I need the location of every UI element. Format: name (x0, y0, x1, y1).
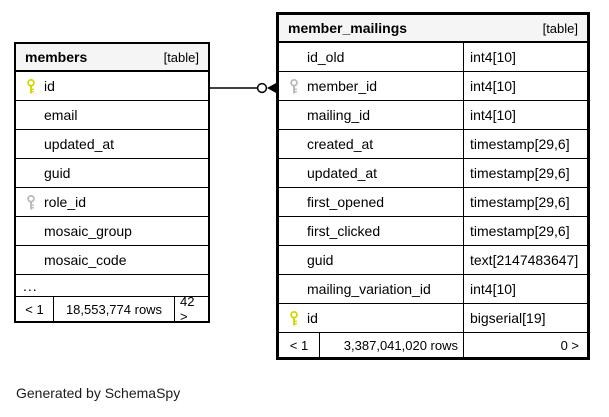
column-row-updated-at: updated_at timestamp[29,6] (279, 159, 587, 188)
primary-key-icon (23, 78, 39, 94)
column-row-role-id: role_id (16, 188, 208, 217)
member-mailings-header: member_mailings [table] (279, 15, 587, 43)
column-name: email (44, 107, 78, 123)
column-type: timestamp[29,6] (463, 159, 587, 187)
cardinality-circle-icon (256, 82, 268, 94)
member-mailings-type-badge: [table] (542, 20, 578, 36)
column-type: timestamp[29,6] (463, 217, 587, 245)
column-row-email: email (16, 101, 208, 130)
generated-by-note: Generated by SchemaSpy (16, 385, 181, 401)
column-name: mosaic_code (44, 252, 127, 268)
column-type: timestamp[29,6] (463, 130, 587, 158)
column-name: mosaic_group (44, 223, 132, 239)
column-row-first-clicked: first_clicked timestamp[29,6] (279, 217, 587, 246)
members-pager: < 1 18,553,774 rows 42 > (16, 294, 208, 324)
entity-member-mailings[interactable]: member_mailings [table] id_old int4[10] … (276, 12, 590, 360)
pager-prev: < 1 (279, 333, 320, 357)
members-header: members [table] (16, 44, 208, 72)
column-type: bigserial[19] (463, 304, 587, 332)
column-type: text[2147483647] (463, 246, 587, 274)
arrowhead-icon (267, 82, 277, 94)
column-name: member_id (307, 78, 378, 94)
foreign-key-icon (286, 78, 302, 94)
entity-members[interactable]: members [table] id email updated_at guid… (14, 42, 210, 324)
column-row-mailing-variation-id: mailing_variation_id int4[10] (279, 275, 587, 304)
column-row-mosaic-code: mosaic_code (16, 246, 208, 275)
column-row-id: id (16, 72, 208, 101)
row-count: 3,387,041,020 rows (343, 337, 458, 353)
pager-prev: < 1 (16, 297, 54, 321)
column-type: timestamp[29,6] (463, 188, 587, 216)
member-mailings-title: member_mailings (288, 20, 408, 36)
relationship-connector (209, 82, 277, 94)
column-name: id_old (307, 49, 345, 65)
primary-key-icon (286, 310, 302, 326)
pager-next: 42 > (174, 294, 208, 324)
column-type: int4[10] (463, 101, 587, 129)
column-name: mailing_id (307, 107, 371, 123)
column-name: id (307, 310, 318, 326)
column-name: updated_at (44, 136, 115, 152)
column-name: created_at (307, 136, 374, 152)
column-row-guid: guid (16, 159, 208, 188)
members-type-badge: [table] (163, 49, 199, 65)
column-type: int4[10] (463, 43, 587, 71)
members-title: members (25, 49, 88, 65)
member-mailings-pager: < 1 3,387,041,020 rows 0 > (279, 333, 587, 357)
column-name: guid (307, 252, 334, 268)
column-type: int4[10] (463, 275, 587, 303)
foreign-key-icon (23, 194, 39, 210)
row-count: 18,553,774 rows (65, 301, 163, 317)
column-name: role_id (44, 194, 87, 210)
column-row-mosaic-group: mosaic_group (16, 217, 208, 246)
column-row-first-opened: first_opened timestamp[29,6] (279, 188, 587, 217)
column-row-member-id: member_id int4[10] (279, 72, 587, 101)
column-name: guid (44, 165, 71, 181)
column-row-guid: guid text[2147483647] (279, 246, 587, 275)
column-name: first_clicked (307, 223, 381, 239)
column-name: updated_at (307, 165, 378, 181)
column-row-id: id bigserial[19] (279, 304, 587, 333)
column-name: id (44, 78, 55, 94)
column-row-id-old: id_old int4[10] (279, 43, 587, 72)
column-row-updated-at: updated_at (16, 130, 208, 159)
column-type: int4[10] (463, 72, 587, 100)
column-name: mailing_variation_id (307, 281, 431, 297)
column-row-mailing-id: mailing_id int4[10] (279, 101, 587, 130)
column-name: first_opened (307, 194, 385, 210)
pager-next: 0 > (463, 333, 587, 357)
column-row-created-at: created_at timestamp[29,6] (279, 130, 587, 159)
more-columns-ellipsis: ... (16, 275, 208, 297)
